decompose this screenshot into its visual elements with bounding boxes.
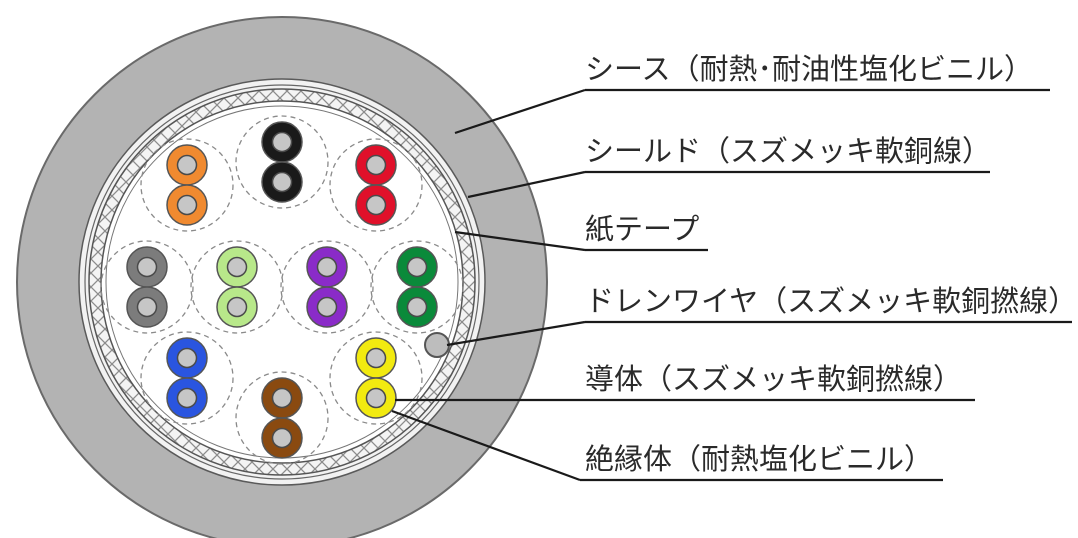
- conductor: [406, 296, 428, 318]
- insulated-wire: [261, 417, 303, 459]
- insulated-wire: [306, 286, 348, 328]
- leader-lines: [391, 88, 1072, 482]
- conductor: [136, 256, 158, 278]
- lightgreen-pair: [190, 240, 284, 334]
- insulated-wire: [166, 337, 208, 379]
- gray-pair: [100, 240, 194, 334]
- conductor: [365, 154, 387, 176]
- conductor: [176, 194, 198, 216]
- label-drain-wire: ドレンワイヤ（スズメッキ軟銅撚線）: [585, 284, 1077, 318]
- label-conductor: 導体（スズメッキ軟銅撚線）: [585, 362, 962, 396]
- insulated-wire: [261, 161, 303, 203]
- insulated-wire: [166, 377, 208, 419]
- conductor: [406, 256, 428, 278]
- conductor: [365, 347, 387, 369]
- orange-pair: [140, 138, 234, 232]
- insulated-wire: [216, 286, 258, 328]
- green-pair: [370, 240, 464, 334]
- conductor: [136, 296, 158, 318]
- red-pair: [329, 138, 423, 232]
- conductor: [365, 387, 387, 409]
- insulated-wire: [126, 286, 168, 328]
- label-sheath: シース（耐熱･耐油性塩化ビニル）: [585, 52, 1033, 86]
- conductor: [271, 131, 293, 153]
- insulated-wire: [355, 184, 397, 226]
- label-shield: シールド（スズメッキ軟銅線）: [585, 134, 991, 168]
- insulated-wire: [355, 337, 397, 379]
- insulated-wire: [261, 121, 303, 163]
- conductor: [271, 171, 293, 193]
- conductor: [365, 194, 387, 216]
- conductor: [226, 256, 248, 278]
- conductor: [176, 347, 198, 369]
- conductor: [271, 427, 293, 449]
- insulated-wire: [261, 377, 303, 419]
- conductor: [316, 296, 338, 318]
- conductor: [226, 296, 248, 318]
- black-pair: [235, 115, 329, 209]
- purple-pair: [280, 240, 374, 334]
- conductor: [316, 256, 338, 278]
- label-insulator: 絶縁体（耐熱塩化ビニル）: [585, 442, 933, 476]
- insulated-wire: [126, 246, 168, 288]
- insulated-wire: [166, 184, 208, 226]
- yellow-pair: [329, 331, 423, 425]
- conductor: [271, 387, 293, 409]
- label-paper-tape: 紙テープ: [585, 212, 699, 246]
- insulated-wire: [216, 246, 258, 288]
- insulated-wire: [355, 144, 397, 186]
- conductor: [176, 387, 198, 409]
- insulated-wire: [396, 286, 438, 328]
- callout-labels: シース（耐熱･耐油性塩化ビニル） シールド（スズメッキ軟銅線） 紙テープ ドレン…: [585, 52, 1077, 476]
- brown-pair: [235, 371, 329, 465]
- insulated-wire: [166, 144, 208, 186]
- drain-wire: [424, 332, 450, 358]
- blue-pair: [140, 331, 234, 425]
- insulated-wire: [306, 246, 348, 288]
- conductor: [176, 154, 198, 176]
- insulated-wire: [396, 246, 438, 288]
- insulated-wire: [355, 377, 397, 419]
